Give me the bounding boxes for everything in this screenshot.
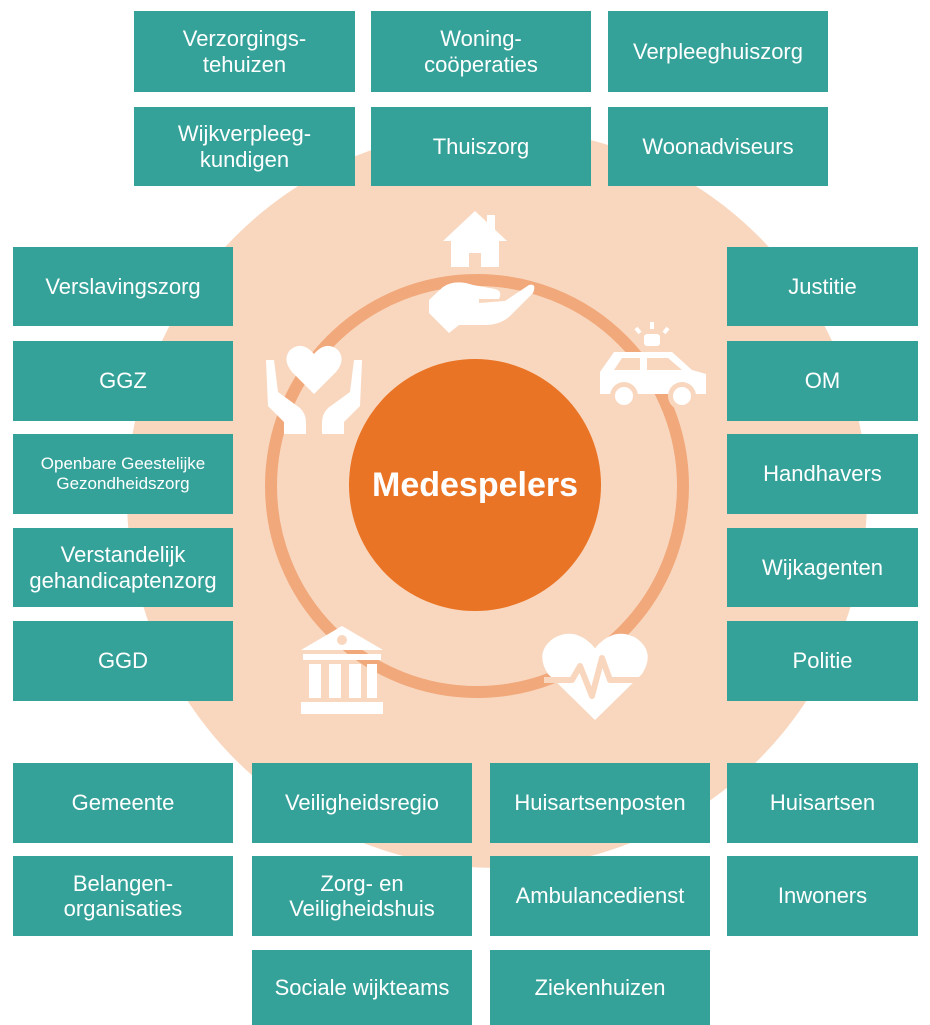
box-verslavingszorg: Verslavingszorg (13, 247, 233, 326)
box-thuiszorg: Thuiszorg (371, 107, 591, 186)
box-ambulancedienst: Ambulancedienst (490, 856, 710, 936)
house-in-hand-icon (429, 211, 535, 333)
box-verpleeghuiszorg: Verpleeghuiszorg (608, 11, 828, 92)
box-om: OM (727, 341, 918, 421)
box-belangenorganisaties: Belangen- organisaties (13, 856, 233, 936)
box-openbare-ggz: Openbare Geestelijke Gezondheidszorg (13, 434, 233, 514)
heart-in-hands-icon (266, 345, 362, 434)
box-gemeente: Gemeente (13, 763, 233, 843)
box-politie: Politie (727, 621, 918, 701)
box-zorg-veiligheidshuis: Zorg- en Veiligheidshuis (252, 856, 472, 936)
box-ziekenhuizen: Ziekenhuizen (490, 950, 710, 1025)
box-verzorgingstehuizen: Verzorgings- tehuizen (134, 11, 355, 92)
box-justitie: Justitie (727, 247, 918, 326)
box-wijkagenten: Wijkagenten (727, 528, 918, 607)
box-wijkverpleegkundigen: Wijkverpleeg- kundigen (134, 107, 355, 186)
box-ggz: GGZ (13, 341, 233, 421)
center-label: Medespelers (349, 359, 601, 611)
box-veiligheidsregio: Veiligheidsregio (252, 763, 472, 843)
box-sociale-wijkteams: Sociale wijkteams (252, 950, 472, 1025)
box-huisartsen: Huisartsen (727, 763, 918, 843)
box-handhavers: Handhavers (727, 434, 918, 514)
box-inwoners: Inwoners (727, 856, 918, 936)
box-ggd: GGD (13, 621, 233, 701)
heartbeat-icon (542, 633, 648, 720)
police-car-icon (600, 322, 706, 410)
box-verstandelijk: Verstandelijk gehandicaptenzorg (13, 528, 233, 607)
box-huisartsenposten: Huisartsenposten (490, 763, 710, 843)
government-building-icon (301, 626, 383, 714)
box-woonadviseurs: Woonadviseurs (608, 107, 828, 186)
box-woningcooperaties: Woning- coöperaties (371, 11, 591, 92)
